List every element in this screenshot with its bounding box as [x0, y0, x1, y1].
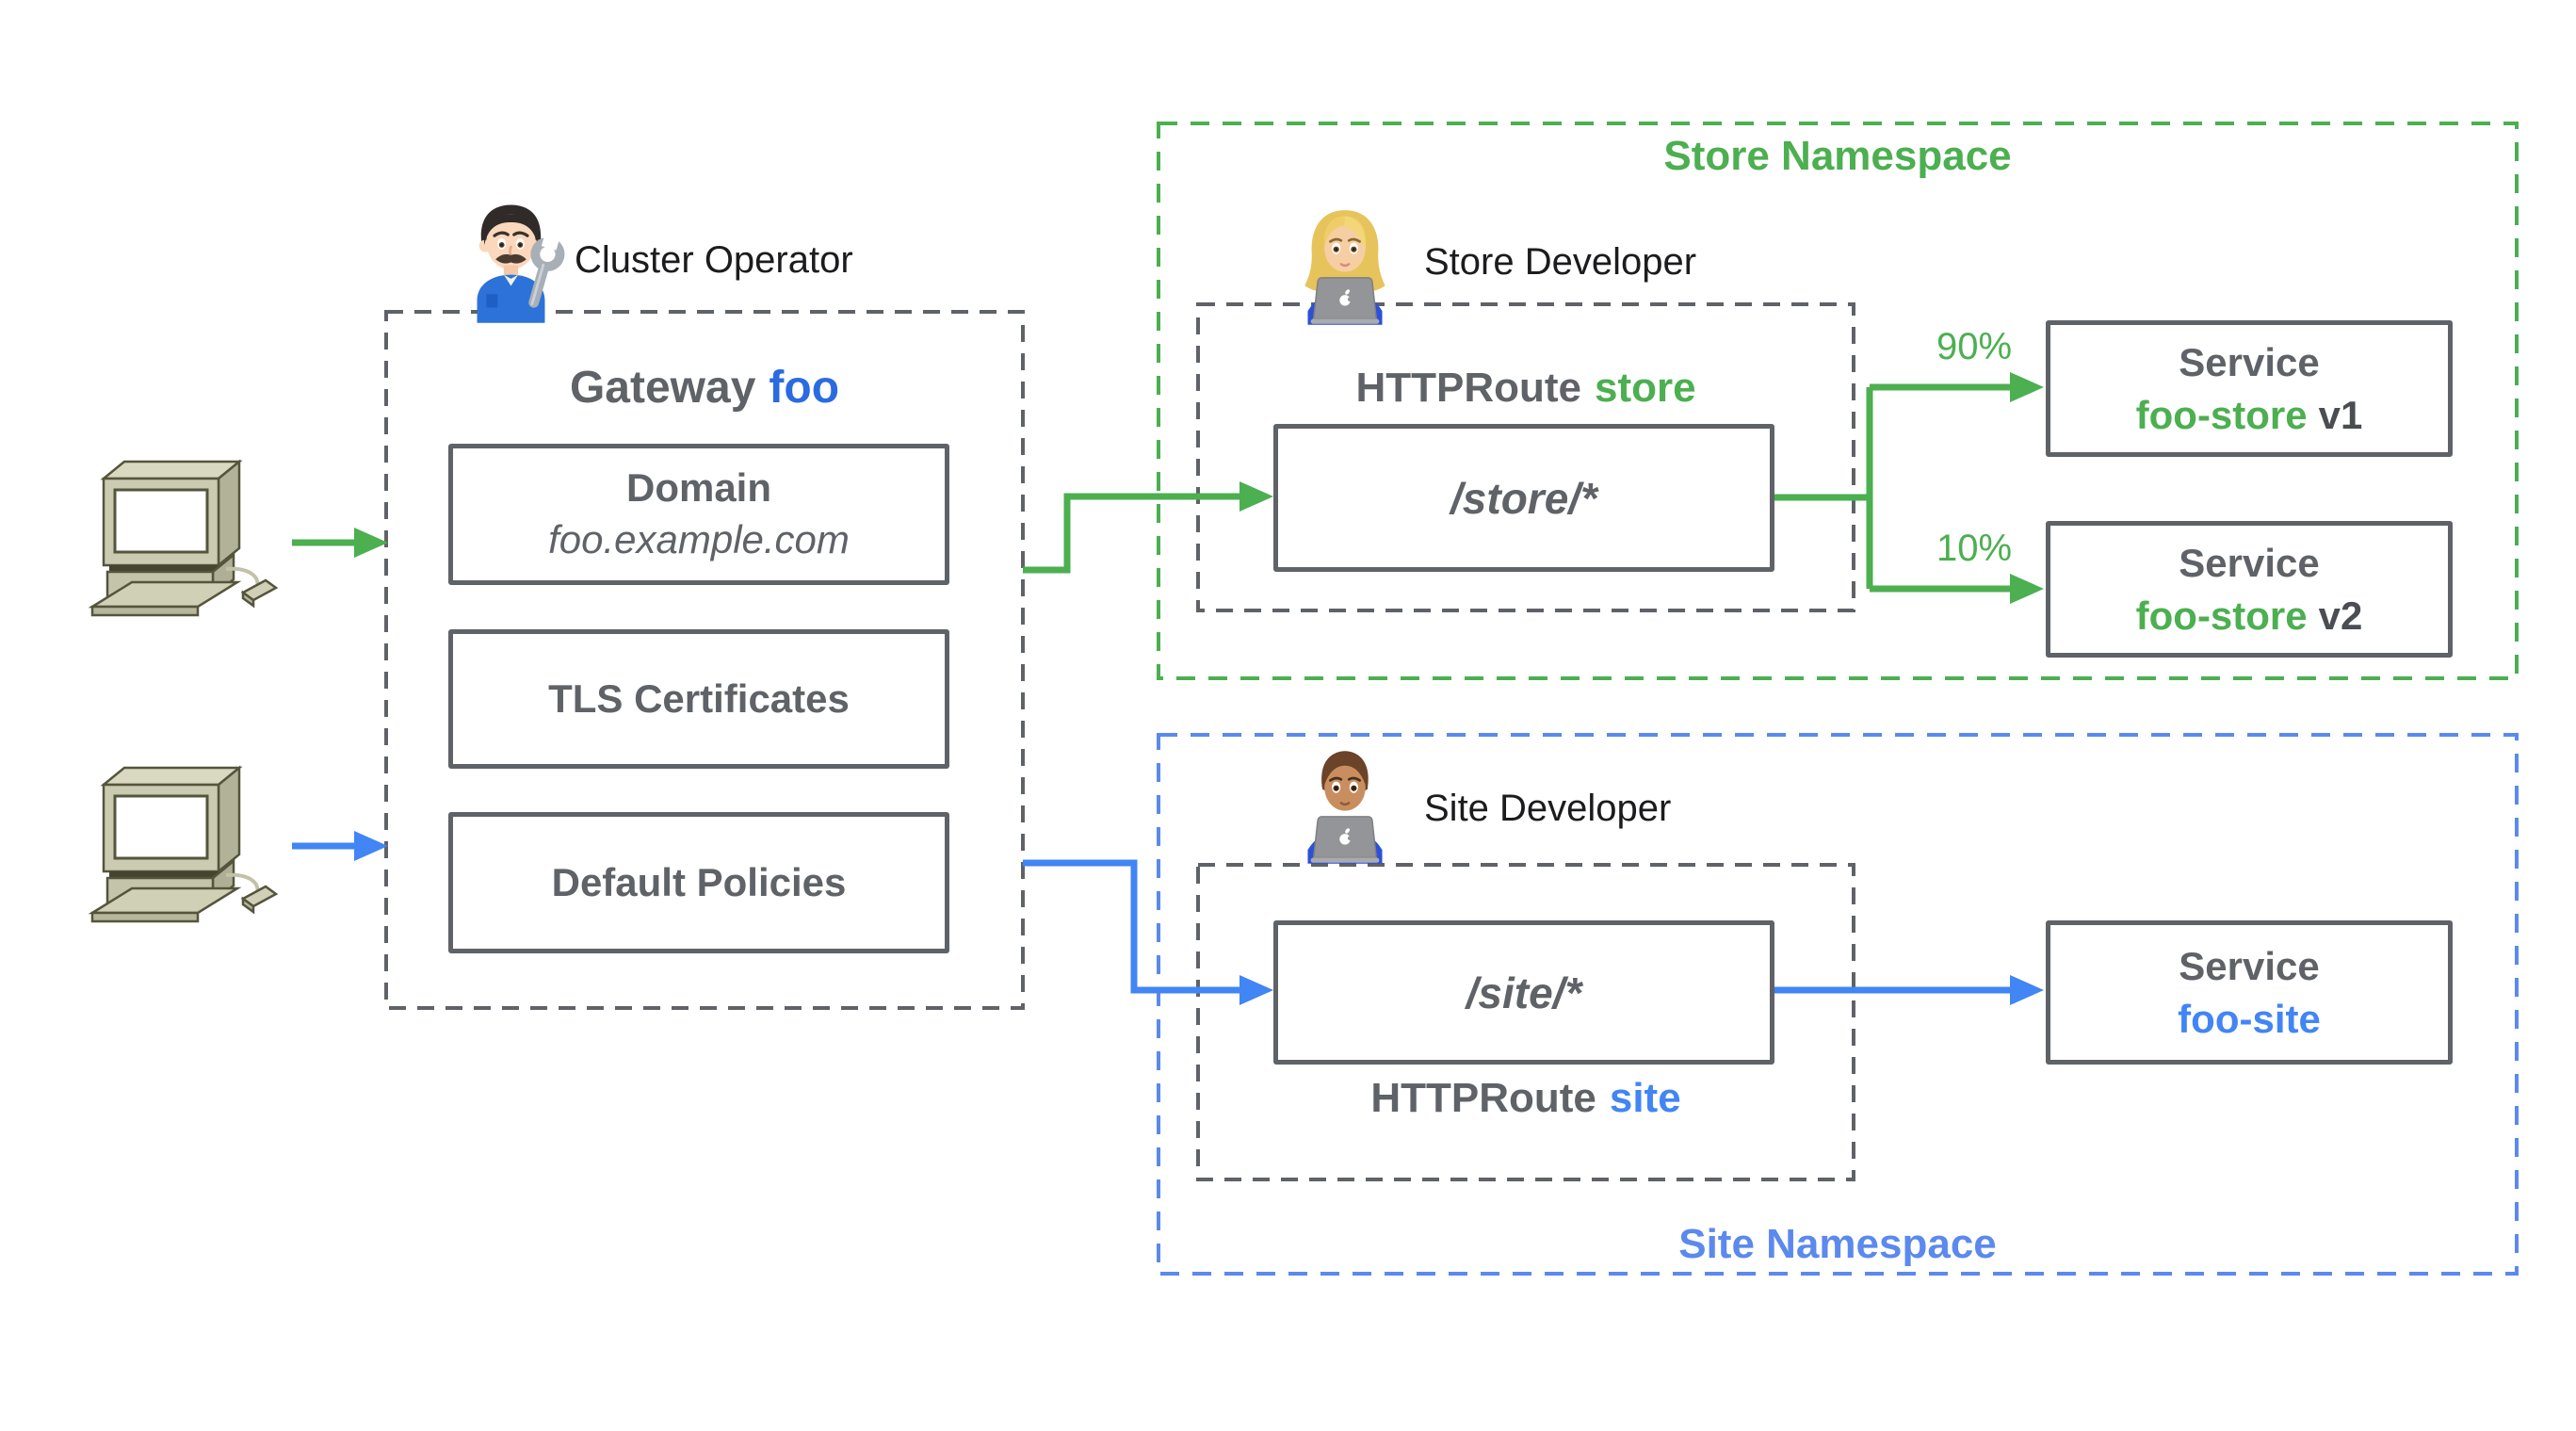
- service-version: v2: [2318, 593, 2363, 638]
- site-route-path: /site/*: [1466, 968, 1582, 1017]
- cluster-operator-label: Cluster Operator: [575, 239, 853, 281]
- default-policies-box: Default Policies: [448, 812, 949, 953]
- service-foo-store-v2-box: Service foo-store v2: [2046, 521, 2453, 658]
- green-traffic-flow: [292, 383, 2016, 593]
- service-name-line: foo-store v1: [2136, 389, 2363, 441]
- arrowhead-service-v2: [2010, 574, 2044, 604]
- httproute-site-title: HTTPRoute site: [1198, 1075, 1854, 1122]
- httproute-store-prefix: HTTPRoute: [1355, 365, 1581, 411]
- gateway-to-store-route-line: [1023, 493, 1243, 574]
- httproute-site-prefix: HTTPRoute: [1370, 1075, 1596, 1121]
- man-technologist-emoji: [1307, 751, 1383, 864]
- store-route-rule-box: /store/*: [1273, 424, 1774, 572]
- tls-certificates-box: TLS Certificates: [448, 629, 949, 769]
- tls-certificates-label: TLS Certificates: [548, 675, 850, 721]
- store-namespace-title: Store Namespace: [1663, 133, 2012, 179]
- gateway-dashed-box: [384, 310, 1025, 1010]
- gateway-title-prefix: Gateway: [569, 363, 756, 413]
- service-kind: Service: [2179, 340, 2320, 385]
- arrowhead-client1: [354, 528, 388, 558]
- httproute-site-name: site: [1609, 1075, 1681, 1121]
- service-name: foo-store: [2135, 392, 2308, 437]
- retro-computer-icon: [90, 460, 278, 617]
- store-route-path: /store/*: [1450, 473, 1597, 523]
- site-route-rule-box: /site/*: [1273, 920, 1774, 1065]
- domain-box-title: Domain: [625, 465, 771, 511]
- store-namespace-dashed-box: [1157, 122, 2519, 680]
- arrowhead-store-rule: [1239, 481, 1273, 512]
- service-foo-site-box: Service foo-site: [2046, 920, 2453, 1065]
- woman-technologist-emoji: [1304, 210, 1385, 325]
- store-route-split-line: [1774, 383, 2016, 593]
- gateway-to-site-route-line: [1023, 859, 1243, 994]
- service-kind: Service: [2179, 541, 2320, 586]
- arrowhead-service-site: [2010, 975, 2044, 1005]
- arrowhead-client2: [354, 831, 388, 861]
- store-developer-label: Store Developer: [1424, 241, 1697, 283]
- httproute-store-name: store: [1594, 365, 1696, 411]
- service-name: foo-site: [2178, 996, 2321, 1041]
- retro-computer-icon: [90, 766, 278, 923]
- domain-box: Domain foo.example.com: [448, 444, 949, 585]
- site-namespace-title: Site Namespace: [1678, 1221, 1997, 1267]
- weight-10-label: 10%: [1936, 528, 2013, 569]
- service-kind: Service: [2179, 944, 2320, 989]
- green-arrowheads: [354, 372, 2044, 604]
- site-developer-label: Site Developer: [1424, 788, 1672, 829]
- httproute-store-title: HTTPRoute store: [1198, 365, 1854, 412]
- arrowhead-site-rule: [1239, 975, 1273, 1005]
- gateway-title-name: foo: [769, 363, 840, 413]
- service-name: foo-store: [2135, 593, 2308, 638]
- service-name-line: foo-store v2: [2136, 590, 2363, 642]
- weight-90-label: 90%: [1936, 326, 2013, 367]
- httproute-site-dashed-box: [1196, 863, 1855, 1181]
- service-foo-store-v1-box: Service foo-store v1: [2046, 320, 2453, 457]
- site-namespace-dashed-box: [1157, 733, 2519, 1276]
- gateway-title: Gateway foo: [386, 362, 1023, 414]
- httproute-store-dashed-box: [1196, 302, 1855, 612]
- man-mechanic-emoji: [477, 204, 565, 323]
- blue-traffic-flow: [292, 842, 2016, 994]
- default-policies-label: Default Policies: [551, 859, 847, 904]
- domain-box-value: foo.example.com: [548, 517, 850, 561]
- arrowhead-service-v1: [2010, 372, 2044, 402]
- blue-arrowheads: [354, 831, 2044, 1005]
- service-version: v1: [2318, 392, 2363, 437]
